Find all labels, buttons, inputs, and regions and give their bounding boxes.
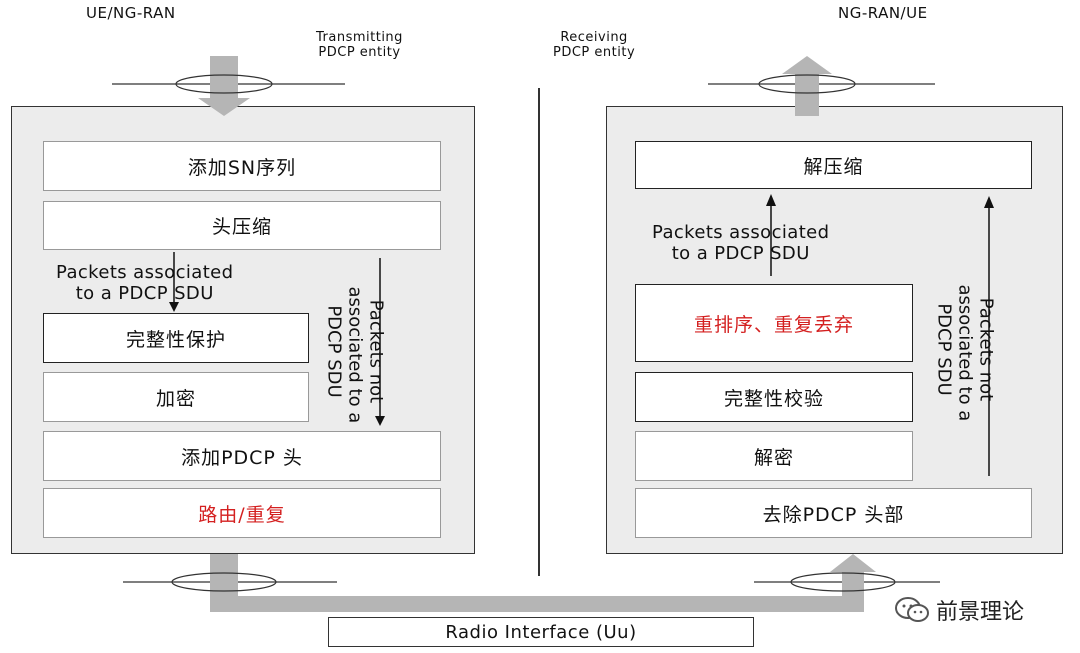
- right-side-title: NG-RAN/UE: [838, 4, 928, 22]
- left-box-ciphering: 加密: [43, 372, 309, 422]
- left-assoc-line2: to a PDCP SDU: [75, 283, 214, 304]
- watermark-text: 前景理论: [936, 600, 1025, 625]
- right-box-remove-pdcp-header: 去除PDCP 头部: [635, 488, 1032, 538]
- left-bottom-ellipse: [171, 572, 277, 592]
- radio-interface-box: Radio Interface (Uu): [328, 617, 754, 647]
- left-assoc-arrowhead: [169, 302, 179, 312]
- right-output-pipe: [795, 74, 819, 116]
- left-input-pipe: [210, 56, 238, 98]
- watermark: 前景理论: [894, 594, 1024, 626]
- right-box-integrity-verification: 完整性校验: [635, 372, 913, 422]
- right-bottom-arrowhead: [830, 554, 876, 572]
- left-assoc-annotation: Packets associated to a PDCP SDU: [56, 262, 233, 304]
- right-bottom-ellipse: [790, 572, 896, 592]
- left-box-add-pdcp-header: 添加PDCP 头: [43, 431, 441, 481]
- center-divider: [538, 88, 540, 576]
- left-box-header-compression: 头压缩: [43, 201, 441, 250]
- right-not-assoc-line2: associated to a: [954, 284, 976, 422]
- right-not-assoc-line1: Packets not: [975, 297, 997, 402]
- right-not-assoc-line3: PDCP SDU: [933, 303, 955, 396]
- radio-pipe: [210, 596, 864, 612]
- receiving-line2: PDCP entity: [553, 45, 636, 60]
- transmitting-line2: PDCP entity: [318, 45, 401, 60]
- right-not-assoc-annotation: Packets not associated to a PDCP SDU: [933, 284, 997, 422]
- right-assoc-line1: Packets associated: [652, 222, 830, 243]
- right-output-arrowhead: [782, 56, 832, 74]
- left-top-ellipse: [175, 74, 273, 94]
- receiving-line1: Receiving: [560, 30, 628, 45]
- left-not-assoc-arrowhead: [375, 416, 385, 426]
- right-top-ellipse: [758, 74, 856, 94]
- right-box-reordering: 重排序、重复丢弃: [635, 284, 913, 362]
- receiving-entity-label: Receiving PDCP entity: [553, 30, 635, 60]
- left-not-assoc-annotation: Packets not associated to a PDCP SDU: [323, 286, 387, 424]
- right-assoc-line2: to a PDCP SDU: [671, 243, 810, 264]
- left-box-routing-duplication: 路由/重复: [43, 488, 441, 538]
- right-box-deciphering: 解密: [635, 431, 913, 481]
- left-not-assoc-line1: Packets not: [365, 299, 387, 404]
- left-input-arrowhead: [198, 98, 250, 116]
- right-assoc-arrowhead: [766, 194, 776, 206]
- right-assoc-annotation: Packets associated to a PDCP SDU: [652, 222, 829, 264]
- left-box-integrity-protection: 完整性保护: [43, 313, 309, 363]
- right-not-assoc-arrowhead: [984, 196, 994, 208]
- left-box-add-sn: 添加SN序列: [43, 141, 441, 191]
- right-box-decompression: 解压缩: [635, 141, 1032, 189]
- left-not-assoc-line2: associated to a: [344, 286, 366, 424]
- wechat-icon: [895, 597, 929, 622]
- left-assoc-line1: Packets associated: [56, 262, 234, 283]
- left-side-title: UE/NG-RAN: [86, 4, 176, 22]
- transmitting-line1: Transmitting: [316, 30, 403, 45]
- right-bottom-pipe: [842, 572, 864, 612]
- left-not-assoc-line3: PDCP SDU: [323, 305, 345, 398]
- transmitting-entity-label: Transmitting PDCP entity: [316, 30, 403, 60]
